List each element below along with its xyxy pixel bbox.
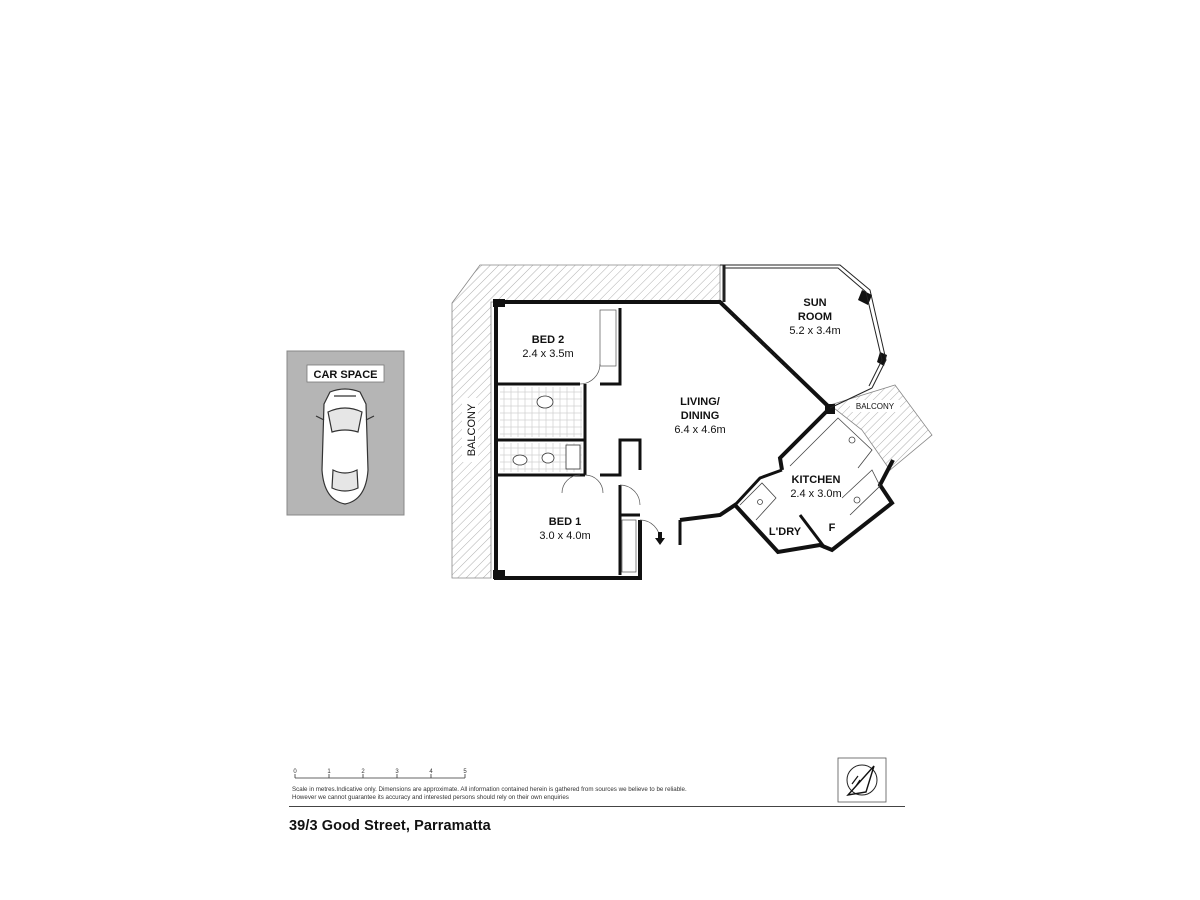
car-icon — [315, 388, 375, 505]
sun-room-glazing — [719, 264, 887, 409]
disclaimer-text: Scale in metres.Indicative only. Dimensi… — [292, 786, 687, 801]
doors — [561, 363, 661, 541]
scale-bar: 0 1 2 3 4 5 — [293, 769, 467, 779]
scale-tick-2: 2 — [361, 769, 365, 775]
kitchen-benches — [739, 417, 881, 521]
fridge-label: F — [829, 522, 836, 534]
scale-tick-5: 5 — [463, 769, 467, 775]
kitchen-name: KITCHEN — [792, 474, 841, 486]
bathroom-floor — [500, 387, 582, 437]
entry-arrow-icon — [655, 532, 665, 545]
room-sunroom: SUN ROOM 5.2 x 3.4m — [789, 297, 840, 337]
car-space-label: CAR SPACE — [314, 369, 378, 381]
sunroom-name-1: SUN — [803, 297, 826, 309]
bath-fixtures — [512, 395, 581, 470]
sunroom-name-2: ROOM — [798, 311, 832, 323]
north-arrow-icon — [837, 757, 887, 803]
sunroom-size: 5.2 x 3.4m — [789, 325, 840, 337]
bed2-size: 2.4 x 3.5m — [522, 348, 573, 360]
wardrobe-doors — [599, 309, 637, 573]
bed1-name: BED 1 — [549, 516, 581, 528]
living-name-1: LIVING/ — [680, 396, 720, 408]
scale-tick-4: 4 — [429, 769, 433, 775]
balcony-east-label: BALCONY — [856, 402, 895, 411]
living-size: 6.4 x 4.6m — [674, 424, 725, 436]
property-address: 39/3 Good Street, Parramatta — [289, 818, 491, 834]
room-bed2: BED 2 2.4 x 3.5m — [522, 334, 573, 360]
scale-tick-3: 3 — [395, 769, 399, 775]
kitchen-size: 2.4 x 3.0m — [790, 488, 841, 500]
walls — [494, 300, 895, 580]
living-name-2: DINING — [681, 410, 720, 422]
footer-divider — [289, 806, 905, 807]
bed1-size: 3.0 x 4.0m — [539, 530, 590, 542]
room-kitchen: KITCHEN 2.4 x 3.0m — [790, 474, 841, 500]
scale-tick-0: 0 — [293, 769, 297, 775]
balcony-west: BALCONY — [451, 264, 721, 579]
laundry-label: L'DRY — [769, 526, 802, 538]
bed2-name: BED 2 — [532, 334, 564, 346]
room-bed1: BED 1 3.0 x 4.0m — [539, 516, 590, 542]
scale-tick-1: 1 — [327, 769, 331, 775]
room-living: LIVING/ DINING 6.4 x 4.6m — [674, 396, 725, 436]
balcony-west-label: BALCONY — [466, 403, 478, 456]
car-space: CAR SPACE — [286, 350, 405, 516]
balcony-east: BALCONY — [829, 384, 933, 471]
